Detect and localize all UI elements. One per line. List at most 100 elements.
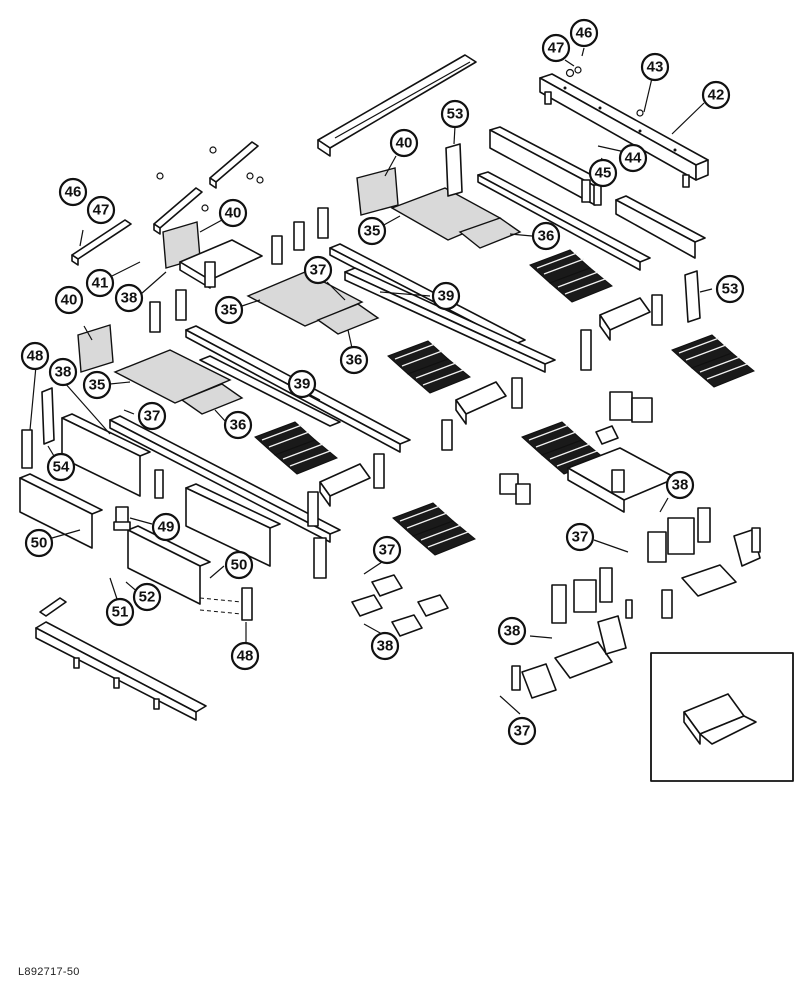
callout-label: 48 [27,348,44,365]
bottom-panel-50-right [127,525,211,605]
callout-label: 45 [595,165,612,182]
right-lower-assembly [511,507,761,699]
callout-label: 37 [514,723,531,740]
left-side-panel [61,413,164,499]
callout-label: 37 [379,542,396,559]
callout-label: 36 [538,228,555,245]
callout-38: 38 [370,631,400,661]
callout-38: 38 [114,283,144,313]
upper-uprights [271,207,329,265]
bracket-48-lower [241,587,253,621]
callout-label: 39 [294,376,311,393]
callout-49: 49 [151,512,181,542]
callout-label: 40 [396,135,413,152]
callout-46: 46 [569,18,599,48]
callout-53: 53 [715,274,745,304]
callout-label: 48 [237,648,254,665]
callout-label: 35 [89,377,106,394]
callout-37: 37 [372,535,402,565]
grid-pad [387,340,471,394]
callout-44: 44 [618,143,648,173]
inset-detail-box [650,652,794,782]
callout-47: 47 [541,33,571,63]
callout-label: 38 [121,290,138,307]
callout-label: 44 [625,150,642,167]
callout-50: 50 [224,550,254,580]
callout-37: 37 [303,255,333,285]
callout-42: 42 [701,80,731,110]
callout-38: 38 [497,616,527,646]
lower-floor-35 [113,349,244,415]
callout-37: 37 [507,716,537,746]
callout-label: 35 [221,302,238,319]
callout-54: 54 [46,452,76,482]
callout-37: 37 [137,401,167,431]
long-rail-right [477,171,651,271]
callout-48: 48 [20,341,50,371]
grid-pads [254,249,755,556]
grid-pad [521,421,605,475]
callout-43: 43 [640,52,670,82]
grid-pad [529,249,613,303]
callout-label: 40 [225,205,242,222]
callout-label: 53 [722,281,739,298]
upper-floor-35 [390,187,522,249]
callout-40: 40 [218,198,248,228]
left-uprights-48-54 [21,387,55,469]
callout-label: 51 [112,604,129,621]
callout-label: 50 [31,535,48,552]
callout-label: 42 [708,87,725,104]
callout-41: 41 [85,268,115,298]
bracket-49 [113,506,131,531]
top-left-brackets [71,141,264,266]
callout-35: 35 [214,295,244,325]
mid-frame [179,239,263,289]
callout-label: 43 [647,59,664,76]
callout-label: 36 [346,352,363,369]
callout-label: 35 [364,223,381,240]
callout-36: 36 [223,410,253,440]
callout-39: 39 [431,281,461,311]
callout-46: 46 [58,177,88,207]
grid-pad [392,502,476,556]
callout-35: 35 [82,370,112,400]
lower-plate-40 [77,324,114,373]
callout-label: 36 [230,417,247,434]
callout-35: 35 [357,216,387,246]
callout-label: 38 [504,623,521,640]
grid-pad [254,421,338,475]
callout-label: 46 [65,184,82,201]
center-uprights [307,377,523,579]
callout-47: 47 [86,195,116,225]
bottom-rail [35,597,207,721]
small-brackets [351,574,449,637]
upper-bracket-53 [445,143,701,323]
callout-label: 39 [438,288,455,305]
callout-50: 50 [24,528,54,558]
callout-label: 47 [548,40,565,57]
callout-36: 36 [531,221,561,251]
callout-40: 40 [389,128,419,158]
bolts-46-47-top [565,66,644,117]
callout-label: 38 [55,364,72,381]
callout-label: 50 [231,557,248,574]
callout-label: 49 [158,519,175,536]
callout-label: 38 [672,477,689,494]
callout-label: 46 [576,25,593,42]
callout-38: 38 [48,357,78,387]
callout-label: 37 [310,262,327,279]
bottom-panel-50-left [19,473,103,549]
callout-51: 51 [105,597,135,627]
center-side-panel [185,483,281,567]
mid-rails-39 [329,243,556,373]
figure-code: L892717-50 [18,966,80,978]
callout-52: 52 [132,582,162,612]
callout-37: 37 [565,522,595,552]
callout-label: 53 [447,106,464,123]
callout-label: 52 [139,589,156,606]
callout-36: 36 [339,345,369,375]
callouts: 46 47 43 42 44 45 53 40 35 36 53 46 47 4… [20,18,745,746]
shield-housings [319,297,651,507]
callout-38: 38 [665,470,695,500]
callout-label: 37 [572,529,589,546]
